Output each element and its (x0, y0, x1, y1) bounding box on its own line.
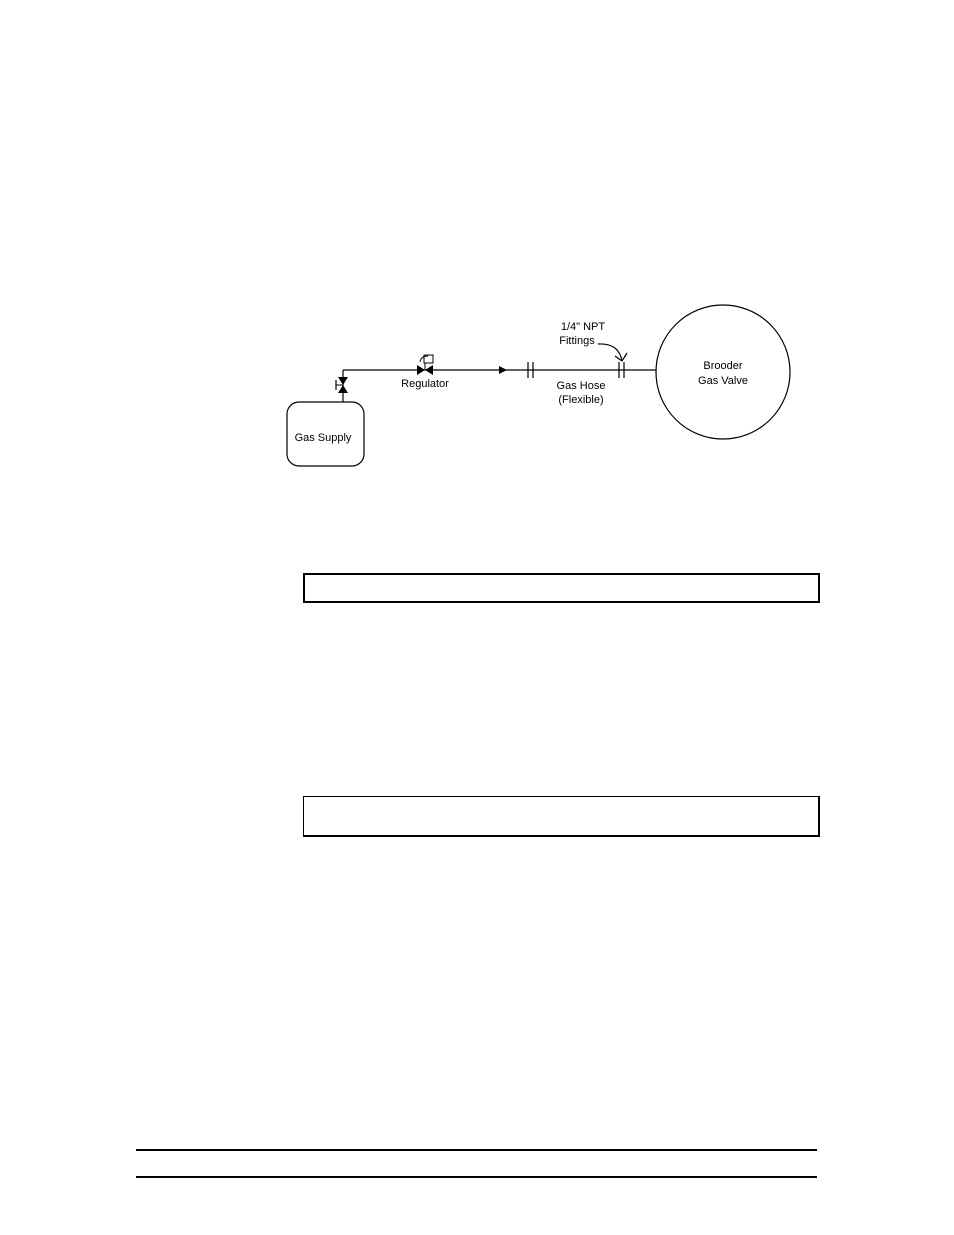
npt-fittings-icon (618, 362, 625, 378)
footer-rule-bottom (136, 1176, 817, 1178)
shutoff-valve-icon (335, 370, 348, 402)
empty-text-box-2 (303, 796, 820, 837)
regulator-icon (417, 354, 434, 375)
footer-rule-top (136, 1149, 817, 1151)
gas-supply-label: Gas Supply (295, 432, 352, 444)
brooder-label-line2: Gas Valve (698, 375, 748, 387)
hose-label-line2: (Flexible) (558, 394, 603, 406)
brooder-gas-valve (655, 304, 791, 440)
flow-arrow-icon (499, 366, 507, 374)
brooder-label-line1: Brooder (703, 360, 742, 372)
fittings-pointer-arrow (597, 343, 628, 362)
hose-label-line1: Gas Hose (557, 380, 606, 392)
gas-supply-tank (286, 401, 365, 467)
fittings-label-line2: Fittings (559, 335, 595, 347)
fittings-label-line1: 1/4" NPT (561, 321, 606, 333)
regulator-label: Regulator (401, 378, 449, 390)
empty-text-box-1 (303, 573, 820, 603)
